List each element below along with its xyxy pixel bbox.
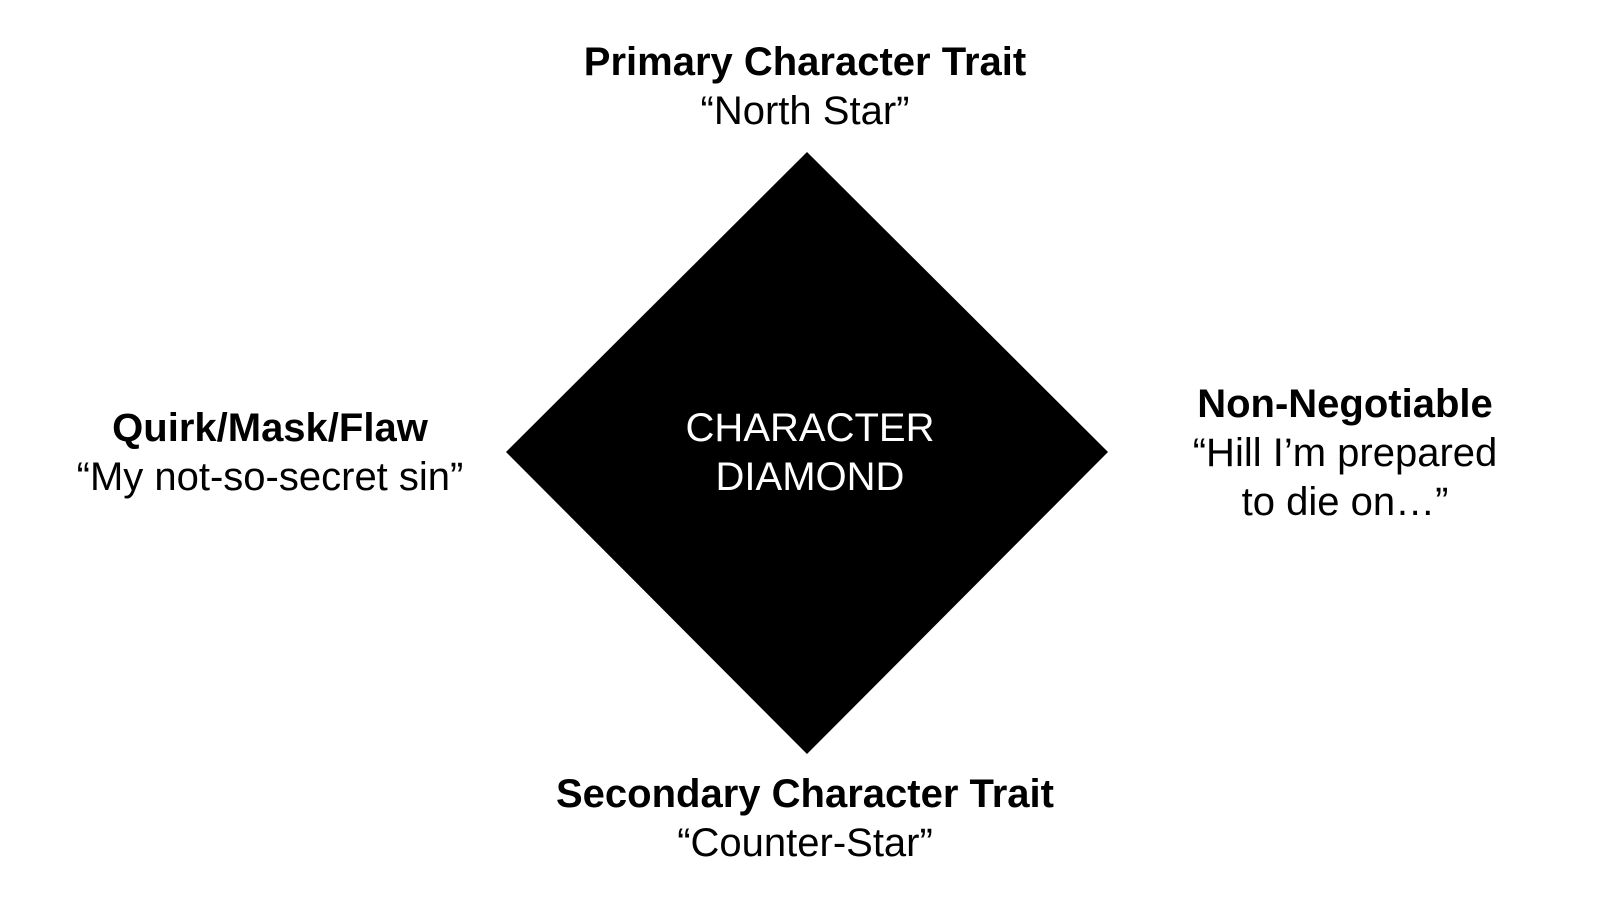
- bottom-node-label: Secondary Character Trait “Counter-Star”: [400, 770, 1210, 868]
- top-node-label: Primary Character Trait “North Star”: [400, 38, 1210, 136]
- center-label-line2: DIAMOND: [715, 455, 905, 499]
- left-node-title: Quirk/Mask/Flaw: [112, 406, 428, 450]
- diamond-polygon: [506, 152, 1108, 754]
- center-label-line1: CHARACTER: [685, 406, 935, 450]
- top-node-quote: “North Star”: [700, 89, 910, 133]
- right-node-quote-line1: “Hill I’m prepared: [1192, 431, 1498, 475]
- right-node-title: Non-Negotiable: [1197, 382, 1493, 426]
- bottom-node-quote: “Counter-Star”: [677, 821, 933, 865]
- right-node-label: Non-Negotiable “Hill I’m prepared to die…: [1120, 380, 1570, 527]
- right-node-quote-line2: to die on…”: [1241, 480, 1449, 524]
- diamond-center-label: CHARACTER DIAMOND: [660, 404, 960, 502]
- left-node-label: Quirk/Mask/Flaw “My not-so-secret sin”: [30, 404, 510, 502]
- top-node-title: Primary Character Trait: [583, 40, 1027, 84]
- bottom-node-title: Secondary Character Trait: [556, 772, 1054, 816]
- left-node-quote: “My not-so-secret sin”: [76, 455, 464, 499]
